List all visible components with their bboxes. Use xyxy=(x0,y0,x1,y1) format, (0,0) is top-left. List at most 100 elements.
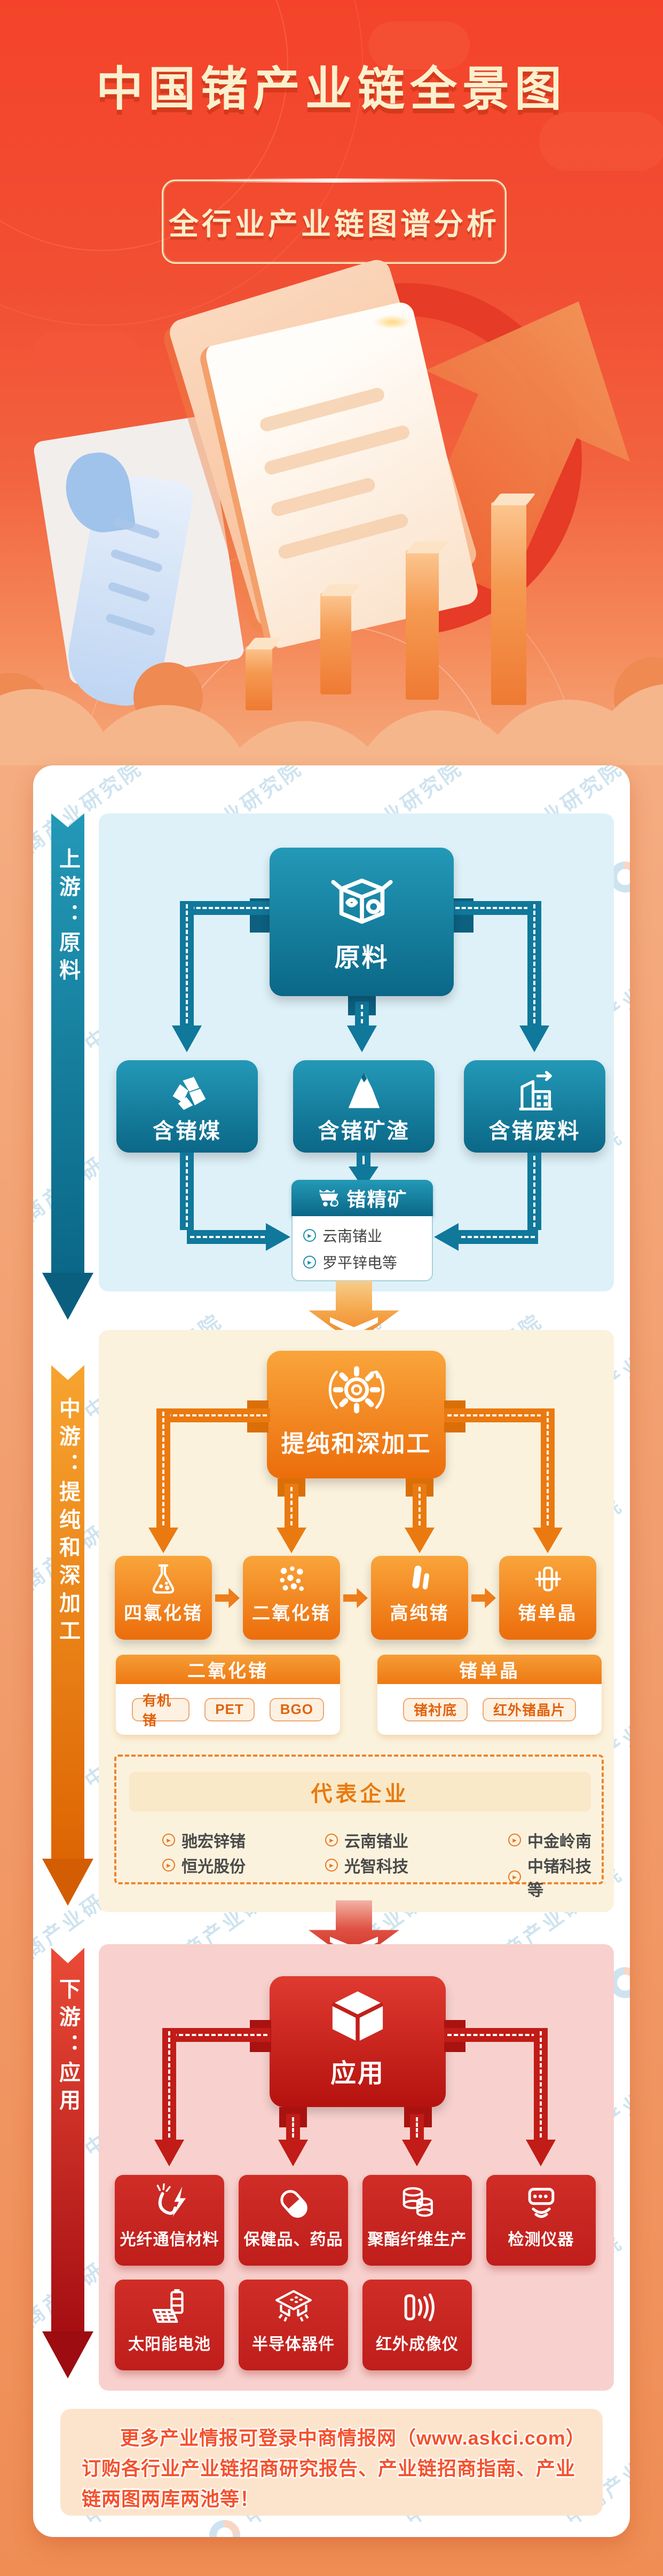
bullet-arrow-icon: ▸ xyxy=(508,1834,521,1846)
app-label: 光纤通信材料 xyxy=(120,2231,219,2249)
app-box-semiconductor: 半导体器件 xyxy=(239,2280,348,2370)
monocrystal-group-panel: 锗单晶 锗衬底 红外锗晶片 xyxy=(377,1655,602,1735)
flow-road xyxy=(187,901,272,915)
concentrate-companies: ▸ 云南锗业 ▸ 罗平锌电等 xyxy=(291,1216,433,1281)
chain-label: 四氯化锗 xyxy=(124,1603,203,1624)
tag: 有机锗 xyxy=(132,1693,190,1728)
chart-bar xyxy=(406,550,439,700)
bullet-arrow-icon: ▸ xyxy=(303,1256,316,1269)
footer-text: 更多产业情报可登录中商情报网（www.askci.com）订购各行业产业链招商研… xyxy=(82,2427,576,2510)
company-name: 恒光股份 xyxy=(181,1858,246,1876)
detector-icon xyxy=(528,2188,554,2218)
chip-icon xyxy=(275,2290,312,2322)
company-name: 云南锗业 xyxy=(322,1228,383,1244)
chain-box-highpurity: 高纯锗 xyxy=(371,1556,468,1640)
company-name: 光智科技 xyxy=(344,1858,408,1876)
bullet-arrow-icon: ▸ xyxy=(325,1859,338,1872)
dioxide-dots-icon xyxy=(280,1566,304,1591)
doc-line xyxy=(270,476,377,518)
upstream-root-node: 原料 xyxy=(270,848,454,996)
downstream-root-label: 应用 xyxy=(330,2060,385,2088)
downstream-root-node: 应用 xyxy=(270,1976,446,2107)
arrowhead-down xyxy=(405,1528,435,1553)
coal-icon xyxy=(172,1077,206,1110)
arrowhead-down xyxy=(347,1025,377,1052)
fiber-lightning-icon xyxy=(156,2183,186,2217)
upstream-ribbon-label: 上游：原料 xyxy=(56,848,80,986)
purity-bars-icon xyxy=(412,1565,430,1590)
company-item: ▸ 罗平锌电等 xyxy=(303,1251,421,1273)
representatives-title: 代表企业 xyxy=(129,1772,591,1812)
concentrate-header: 锗精矿 xyxy=(291,1180,433,1216)
chart-bar xyxy=(320,593,351,694)
crystal-icon xyxy=(535,1567,562,1592)
upstream-child-slag: 含锗矿渣 xyxy=(293,1060,435,1153)
app-box-solar: 太阳能电池 xyxy=(115,2280,224,2370)
flow-road xyxy=(534,2028,548,2141)
arrowhead-down xyxy=(533,1528,563,1553)
app-label: 太阳能电池 xyxy=(128,2336,211,2353)
representatives-box: 代表企业 ▸ 驰宏锌锗 ▸ 云南锗业 ▸ 中金岭南 ▸ 恒光股份 ▸ 光智科技 … xyxy=(114,1755,604,1899)
cloud-blob xyxy=(368,21,470,69)
flow-road xyxy=(163,1408,270,1422)
company-name: 驰宏锌锗 xyxy=(181,1833,246,1851)
flow-road xyxy=(458,1230,538,1244)
doc-line xyxy=(258,386,386,433)
infrared-imager-icon xyxy=(404,2293,435,2322)
footer-box: 更多产业情报可登录中商情报网（www.askci.com）订购各行业产业链招商研… xyxy=(60,2409,603,2516)
bullet-arrow-icon: ▸ xyxy=(325,1834,338,1846)
minecart-icon xyxy=(320,1189,339,1207)
application-box-icon xyxy=(332,1991,384,2042)
app-label: 红外成像仪 xyxy=(376,2336,459,2353)
downstream-ribbon: 下游：应用 xyxy=(51,1948,84,2331)
chain-box-dioxide: 二氧化锗 xyxy=(243,1556,340,1640)
flow-road xyxy=(410,2114,424,2141)
flask-icon xyxy=(152,1564,175,1594)
cloud-blob xyxy=(32,331,139,379)
scroll-line xyxy=(109,548,163,573)
midstream-root-label: 提纯和深加工 xyxy=(281,1431,432,1457)
rep-company: ▸ 中锗科技等 xyxy=(508,1853,602,1900)
rep-company: ▸ 恒光股份 xyxy=(162,1853,246,1877)
flow-road xyxy=(180,901,194,1027)
capsule-icon xyxy=(280,2190,307,2218)
flow-road xyxy=(180,1153,194,1230)
bullet-arrow-icon: ▸ xyxy=(162,1859,175,1872)
flow-road xyxy=(413,1484,427,1529)
flow-road xyxy=(527,901,541,1027)
chain-label: 高纯锗 xyxy=(390,1603,449,1624)
downstream-ribbon-label: 下游：应用 xyxy=(56,1978,80,2117)
scroll-line xyxy=(107,581,151,603)
header-banner: 中国锗产业链全景图 全行业产业链图谱分析 xyxy=(0,0,663,765)
cloud-band xyxy=(0,630,663,765)
app-box-fiber: 光纤通信材料 xyxy=(115,2175,224,2266)
company-item: ▸ 云南锗业 xyxy=(303,1225,421,1246)
tag: BGO xyxy=(269,1697,324,1721)
company-name: 云南锗业 xyxy=(344,1833,408,1851)
scroll-line xyxy=(112,516,161,540)
arrowhead-down xyxy=(277,1528,306,1553)
solar-battery-icon xyxy=(152,2289,184,2323)
app-box-infrared: 红外成像仪 xyxy=(362,2280,472,2370)
rep-company: ▸ 云南锗业 xyxy=(325,1828,408,1852)
upstream-child-waste: 含锗废料 xyxy=(464,1060,605,1153)
glint xyxy=(374,315,411,329)
dioxide-group-panel: 二氧化锗 有机锗 PET BGO xyxy=(116,1655,340,1735)
cloud xyxy=(80,705,251,765)
flow-road xyxy=(285,1484,298,1529)
upstream-child-label: 含锗煤 xyxy=(153,1119,222,1143)
rep-company: ▸ 光智科技 xyxy=(325,1853,408,1877)
flow-road xyxy=(169,2028,271,2042)
arrowhead-down xyxy=(526,2140,556,2166)
flow-road xyxy=(527,1153,541,1230)
arrowhead-down xyxy=(172,1025,202,1052)
app-label: 半导体器件 xyxy=(252,2336,335,2353)
chain-label: 二氧化锗 xyxy=(252,1603,331,1624)
gear-icon xyxy=(328,1366,384,1414)
monocrystal-group-tags: 锗衬底 红外锗晶片 xyxy=(377,1684,602,1735)
bullet-arrow-icon: ▸ xyxy=(162,1834,175,1846)
chain-box-tetrachloride: 四氯化锗 xyxy=(115,1556,212,1640)
page-title: 中国锗产业链全景图 xyxy=(96,62,567,115)
app-box-instrument: 检测仪器 xyxy=(486,2175,596,2266)
